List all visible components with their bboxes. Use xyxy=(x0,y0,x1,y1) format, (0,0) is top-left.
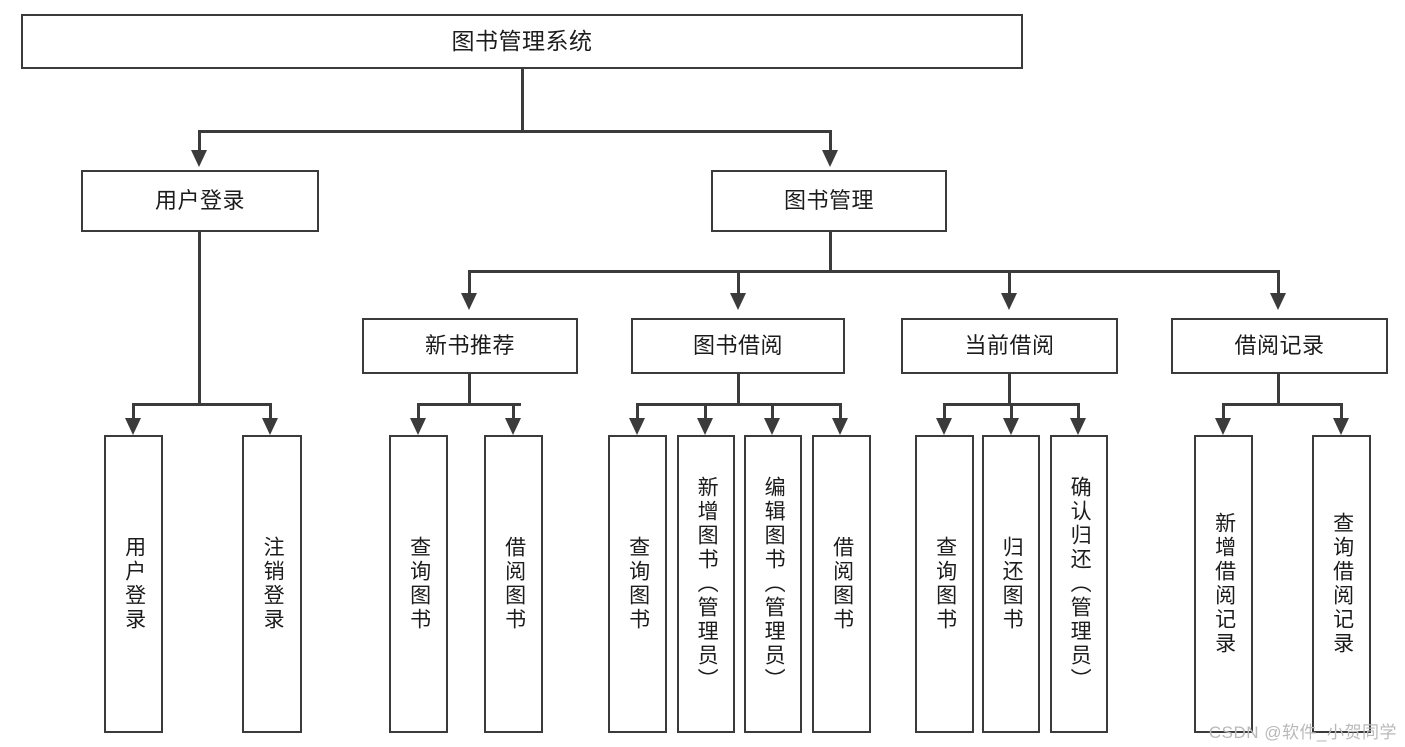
leaf-add-borrow-record[interactable]: 新增借阅记录 xyxy=(1194,435,1253,733)
connector-book-borrow-bus xyxy=(636,403,842,406)
connector-borrow-record-drop-2 xyxy=(1340,403,1343,420)
connector-l3-drop-1 xyxy=(468,270,471,295)
arrow-book-borrow-leaf-3 xyxy=(764,418,780,435)
connector-new-book-stem xyxy=(468,374,471,405)
arrow-user-login-leaf-1 xyxy=(125,418,141,435)
leaf-add-book-admin[interactable]: 新增图书（管理员） xyxy=(677,435,735,733)
connector-user-login-drop-1 xyxy=(132,403,135,420)
connector-l3-drop-4 xyxy=(1277,270,1280,295)
connector-borrow-record-bus xyxy=(1222,403,1341,406)
leaf-return-book-label: 归还图书 xyxy=(1000,536,1024,632)
connector-book-borrow-stem xyxy=(737,374,740,405)
arrow-to-current-borrow xyxy=(1001,293,1017,310)
arrow-new-book-leaf-2 xyxy=(505,418,521,435)
leaf-edit-book-admin-label: 编辑图书（管理员） xyxy=(762,476,786,692)
leaf-newbook-borrow-book[interactable]: 借阅图书 xyxy=(484,435,543,733)
arrow-current-borrow-leaf-1 xyxy=(936,418,952,435)
leaf-borrow-query-book[interactable]: 查询图书 xyxy=(608,435,667,733)
node-book-manage-label: 图书管理 xyxy=(783,188,874,214)
leaf-confirm-return-admin[interactable]: 确认归还（管理员） xyxy=(1050,435,1108,733)
connector-book-manage-stem xyxy=(829,232,832,273)
connector-book-borrow-drop-2 xyxy=(704,403,707,420)
connector-root-drop-2 xyxy=(829,130,832,152)
connector-new-book-drop-2 xyxy=(512,403,515,420)
leaf-current-query-book[interactable]: 查询图书 xyxy=(915,435,974,733)
leaf-return-book[interactable]: 归还图书 xyxy=(982,435,1040,733)
leaf-logout-label: 注销登录 xyxy=(261,536,285,632)
arrow-user-login-leaf-2 xyxy=(262,418,278,435)
arrow-to-new-book xyxy=(461,293,477,310)
leaf-query-borrow-record-label: 查询借阅记录 xyxy=(1330,512,1354,656)
connector-book-borrow-drop-1 xyxy=(636,403,639,420)
connector-current-borrow-stem xyxy=(1008,374,1011,405)
node-new-book[interactable]: 新书推荐 xyxy=(362,318,578,374)
node-root-label: 图书管理系统 xyxy=(451,27,593,54)
connector-book-borrow-drop-4 xyxy=(839,403,842,420)
leaf-newbook-borrow-book-label: 借阅图书 xyxy=(502,536,526,632)
connector-root-drop-1 xyxy=(198,130,201,152)
leaf-borrow-query-book-label: 查询图书 xyxy=(626,536,650,632)
node-current-borrow-label: 当前借阅 xyxy=(964,333,1055,359)
connector-user-login-stem xyxy=(198,232,201,405)
connector-book-manage-bus xyxy=(468,270,1280,273)
arrow-current-borrow-leaf-3 xyxy=(1070,418,1086,435)
connector-borrow-record-drop-1 xyxy=(1222,403,1225,420)
arrow-to-book-borrow xyxy=(730,293,746,310)
connector-new-book-bus xyxy=(417,403,521,406)
leaf-newbook-query-book[interactable]: 查询图书 xyxy=(389,435,448,733)
arrow-root-to-user-login xyxy=(191,150,207,167)
connector-root-stem xyxy=(521,69,524,132)
arrow-book-borrow-leaf-2 xyxy=(697,418,713,435)
node-current-borrow[interactable]: 当前借阅 xyxy=(901,318,1118,374)
connector-l3-drop-3 xyxy=(1008,270,1011,295)
leaf-logout[interactable]: 注销登录 xyxy=(242,435,302,733)
connector-borrow-record-stem xyxy=(1277,374,1280,405)
leaf-user-login[interactable]: 用户登录 xyxy=(104,435,163,733)
connector-new-book-drop-1 xyxy=(417,403,420,420)
leaf-newbook-query-book-label: 查询图书 xyxy=(407,536,431,632)
arrow-root-to-book-manage xyxy=(822,150,838,167)
connector-current-borrow-drop-1 xyxy=(943,403,946,420)
arrow-book-borrow-leaf-4 xyxy=(832,418,848,435)
node-book-manage[interactable]: 图书管理 xyxy=(711,170,947,232)
connector-l3-drop-2 xyxy=(737,270,740,295)
connector-root-bus xyxy=(198,130,832,133)
node-root[interactable]: 图书管理系统 xyxy=(21,14,1023,69)
node-book-borrow[interactable]: 图书借阅 xyxy=(631,318,845,374)
node-user-login-label: 用户登录 xyxy=(154,188,245,214)
leaf-add-borrow-record-label: 新增借阅记录 xyxy=(1212,512,1236,656)
arrow-book-borrow-leaf-1 xyxy=(629,418,645,435)
connector-current-borrow-drop-2 xyxy=(1010,403,1013,420)
connector-user-login-bus xyxy=(132,403,271,406)
leaf-query-borrow-record[interactable]: 查询借阅记录 xyxy=(1312,435,1371,733)
arrow-to-borrow-record xyxy=(1270,293,1286,310)
arrow-borrow-record-leaf-2 xyxy=(1333,418,1349,435)
node-new-book-label: 新书推荐 xyxy=(424,333,515,359)
node-borrow-record[interactable]: 借阅记录 xyxy=(1171,318,1388,374)
connector-current-borrow-drop-3 xyxy=(1077,403,1080,420)
leaf-add-book-admin-label: 新增图书（管理员） xyxy=(695,476,719,692)
arrow-new-book-leaf-1 xyxy=(410,418,426,435)
leaf-confirm-return-admin-label: 确认归还（管理员） xyxy=(1068,476,1092,692)
arrow-borrow-record-leaf-1 xyxy=(1215,418,1231,435)
node-user-login[interactable]: 用户登录 xyxy=(81,170,319,232)
arrow-current-borrow-leaf-2 xyxy=(1003,418,1019,435)
leaf-borrow-book-label: 借阅图书 xyxy=(830,536,854,632)
leaf-user-login-label: 用户登录 xyxy=(122,536,146,632)
leaf-borrow-book[interactable]: 借阅图书 xyxy=(812,435,871,733)
leaf-edit-book-admin[interactable]: 编辑图书（管理员） xyxy=(744,435,802,733)
node-book-borrow-label: 图书借阅 xyxy=(692,333,783,359)
connector-book-borrow-drop-3 xyxy=(771,403,774,420)
node-borrow-record-label: 借阅记录 xyxy=(1234,333,1325,359)
leaf-current-query-book-label: 查询图书 xyxy=(933,536,957,632)
connector-user-login-drop-2 xyxy=(269,403,272,420)
